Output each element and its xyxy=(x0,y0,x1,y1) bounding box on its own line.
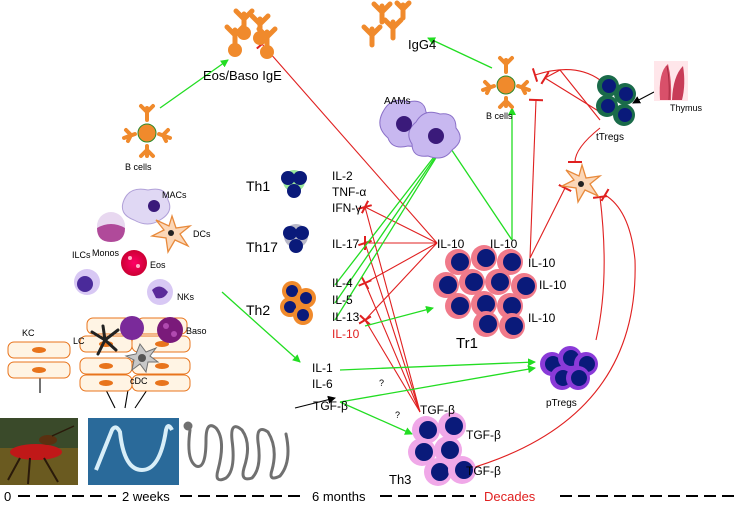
aams-label: AAMs xyxy=(384,96,411,107)
th3-tgf-labels: TGF-β TGF-β TGF-β xyxy=(420,403,501,478)
monos-label: Monos xyxy=(92,248,120,258)
cytokine-il4: IL-4 xyxy=(332,276,353,290)
th2-cells-icon xyxy=(280,281,316,325)
tr1-il10-a: IL-10 xyxy=(437,237,465,251)
eosinophil-skin-icon xyxy=(120,316,144,340)
nk-cell-icon xyxy=(147,279,173,305)
cdc-icon xyxy=(124,342,160,374)
ilcs-label: ILCs xyxy=(72,250,91,260)
th2-label: Th2 xyxy=(246,302,270,318)
eos-baso-ige-label: Eos/Baso IgE xyxy=(203,68,282,83)
timeline-2-weeks: 2 weeks xyxy=(122,489,170,504)
th3-tgf-c: TGF-β xyxy=(466,464,501,478)
igg4-antibodies-icon xyxy=(361,0,412,48)
cytokine-il13: IL-13 xyxy=(332,310,360,324)
kc-label: KC xyxy=(22,328,35,338)
macrophage-icon xyxy=(121,188,171,225)
timeline-decades: Decades xyxy=(484,489,536,504)
th1-label: Th1 xyxy=(246,178,270,194)
th3-tgf-b: TGF-β xyxy=(466,428,501,442)
b-cell-left-icon xyxy=(122,104,172,158)
question-mark-1: ? xyxy=(379,378,384,388)
igg4-label: IgG4 xyxy=(408,37,436,52)
tr1-il10-d: IL-10 xyxy=(539,278,567,292)
th3-tgf-a: TGF-β xyxy=(420,403,455,417)
basophil-icon xyxy=(157,317,183,343)
cytokine-il2: IL-2 xyxy=(332,169,353,183)
ptregs-cells-icon xyxy=(540,346,598,390)
cytokine-tnf: TNF-α xyxy=(332,185,366,199)
tr1-cells-icon xyxy=(433,245,537,339)
monocyte-icon xyxy=(97,212,125,242)
cytokine-il10-th2: IL-10 xyxy=(332,327,360,341)
inhibition-lines xyxy=(256,38,636,471)
th3-label: Th3 xyxy=(389,472,411,487)
th17-label: Th17 xyxy=(246,239,278,255)
lc-label: LC xyxy=(73,336,85,346)
tr1-label: Tr1 xyxy=(456,335,478,352)
macs-label: MACs xyxy=(162,190,187,200)
helminth-drawing-icon xyxy=(183,421,290,482)
cytokine-il6: IL-6 xyxy=(312,377,333,391)
th3-cells-icon xyxy=(408,412,476,486)
cytokine-il17: IL-17 xyxy=(332,237,360,251)
mosquito-image xyxy=(0,418,78,485)
th17-cells-icon xyxy=(283,224,309,253)
ptregs-label: pTregs xyxy=(546,398,577,409)
th2-cytokines: IL-4 IL-5 IL-13 IL-10 xyxy=(332,276,360,341)
langerhans-cell-icon xyxy=(90,324,120,356)
baso-label: Baso xyxy=(186,326,207,336)
b-cells-right-label: B cells xyxy=(486,111,513,121)
tr1-il10-c: IL-10 xyxy=(528,256,556,270)
nks-label: NKs xyxy=(177,292,195,302)
ttregs-label: tTregs xyxy=(596,132,624,143)
plasma-cells-ige-icon xyxy=(224,8,278,59)
ttregs-cells-icon xyxy=(596,75,636,126)
cytokine-il5: IL-5 xyxy=(332,293,353,307)
thymus-icon xyxy=(654,61,688,101)
timeline-0: 0 xyxy=(4,489,11,504)
cdc-label: cDC xyxy=(130,376,148,386)
tr1-il10-e: IL-10 xyxy=(528,311,556,325)
ilc-icon xyxy=(74,269,100,295)
dendritic-cell-right-icon xyxy=(559,162,603,204)
th1-cytokines: IL-2 TNF-α IFN-γ xyxy=(332,169,366,215)
b-cells-left-label: B cells xyxy=(125,162,152,172)
aams-macrophages-icon xyxy=(379,99,461,159)
cytokine-tgf-beta: TGF-β xyxy=(313,399,348,413)
b-cell-right-icon xyxy=(481,56,531,109)
question-mark-2: ? xyxy=(395,410,400,420)
tr1-il10-b: IL-10 xyxy=(490,237,518,251)
timeline-6-months: 6 months xyxy=(312,489,366,504)
cytokine-ifn: IFN-γ xyxy=(332,201,361,215)
tr1-il10-labels: IL-10 IL-10 IL-10 IL-10 IL-10 xyxy=(437,237,567,325)
kc-nuclei xyxy=(32,347,46,373)
cytokine-il1: IL-1 xyxy=(312,361,333,375)
activation-arrows xyxy=(159,37,536,435)
eos-label: Eos xyxy=(150,260,166,270)
early-cytokines: IL-1 IL-6 xyxy=(312,361,333,391)
dendritic-cell-left-icon xyxy=(149,213,193,254)
th1-cells-icon xyxy=(281,170,307,198)
filarial-worm-image xyxy=(88,418,179,485)
eosinophil-icon xyxy=(121,250,147,276)
dcs-label: DCs xyxy=(193,229,211,239)
thymus-label: Thymus xyxy=(670,103,703,113)
